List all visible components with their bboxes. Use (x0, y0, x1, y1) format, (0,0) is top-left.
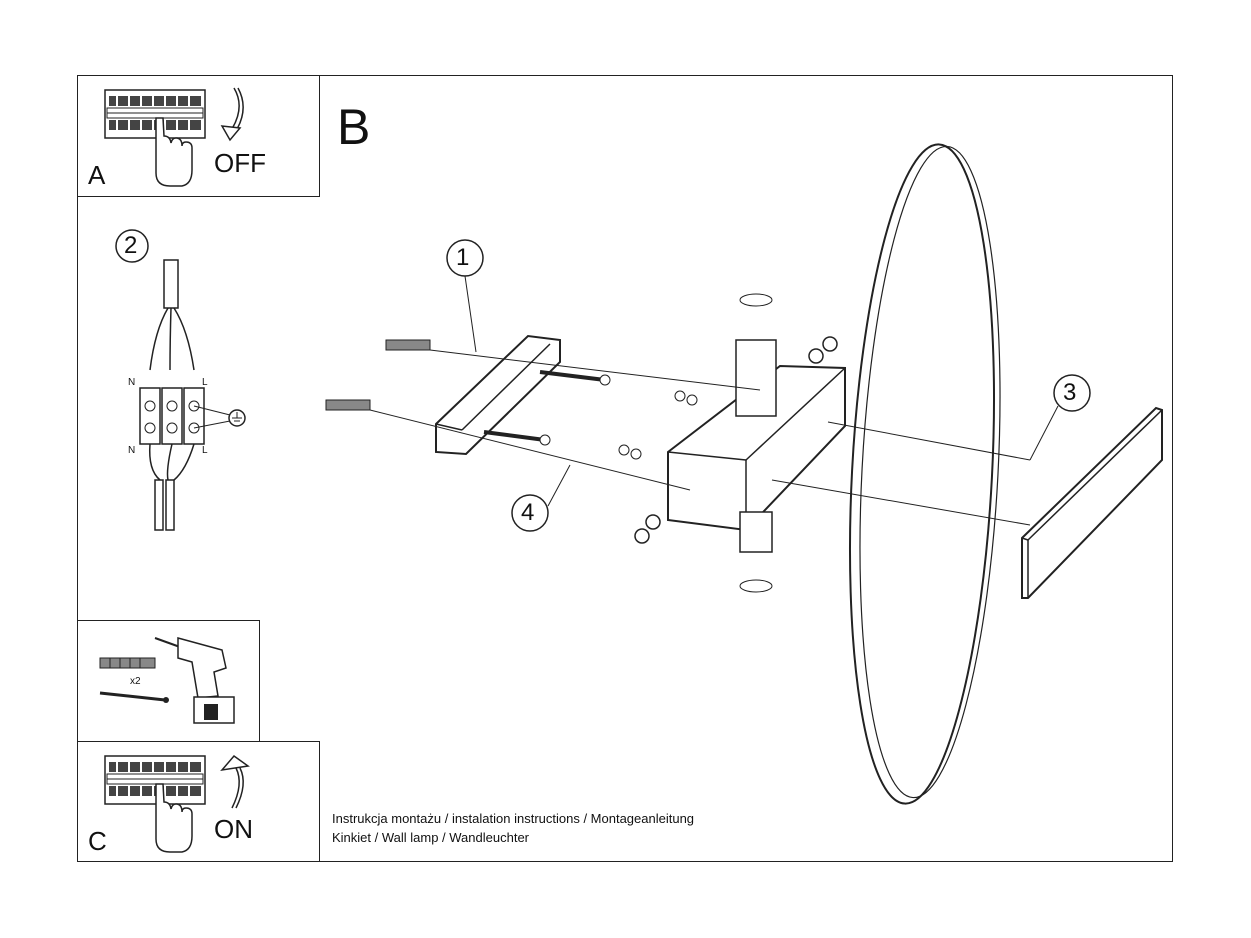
callout-4: 4 (521, 499, 535, 526)
wiring-label-l-top: L (202, 377, 208, 388)
arrow-up-icon (220, 754, 250, 809)
wiring-label-n-top: N (128, 377, 136, 388)
terminal-block-icon (139, 387, 205, 445)
wiring-label-l-bottom: L (202, 445, 208, 456)
ground-symbol-icon (228, 409, 246, 427)
drill-icon (154, 637, 235, 724)
mounting-box (667, 364, 846, 532)
panel-c-state: ON (214, 814, 253, 844)
decor-bar (1021, 406, 1163, 599)
callout-1: 1 (456, 244, 470, 271)
breaker-panel-icon (104, 755, 206, 805)
panel-a-letter: A (88, 160, 106, 190)
wall-plug-icon (99, 657, 156, 669)
panel-c-letter: C (88, 826, 107, 856)
panel-a-state: OFF (214, 148, 266, 178)
screw-icon (99, 691, 169, 703)
arrow-down-icon (220, 87, 244, 142)
panel-b-letter: B (337, 99, 371, 155)
wiring-label-n-bottom: N (128, 445, 136, 456)
outer-frame (77, 75, 1173, 862)
tools-quantity: x2 (130, 676, 141, 687)
caption-line-2: Kinkiet / Wall lamp / Wandleuchter (332, 830, 529, 845)
wiring-step-number: 2 (124, 232, 138, 259)
exploded-view (325, 143, 1163, 805)
breaker-panel-icon (104, 89, 206, 139)
wiring-diagram (115, 229, 246, 531)
callout-3: 3 (1063, 379, 1077, 406)
caption-line-1: Instrukcja montażu / instalation instruc… (332, 811, 695, 826)
oval-plate (848, 143, 996, 805)
